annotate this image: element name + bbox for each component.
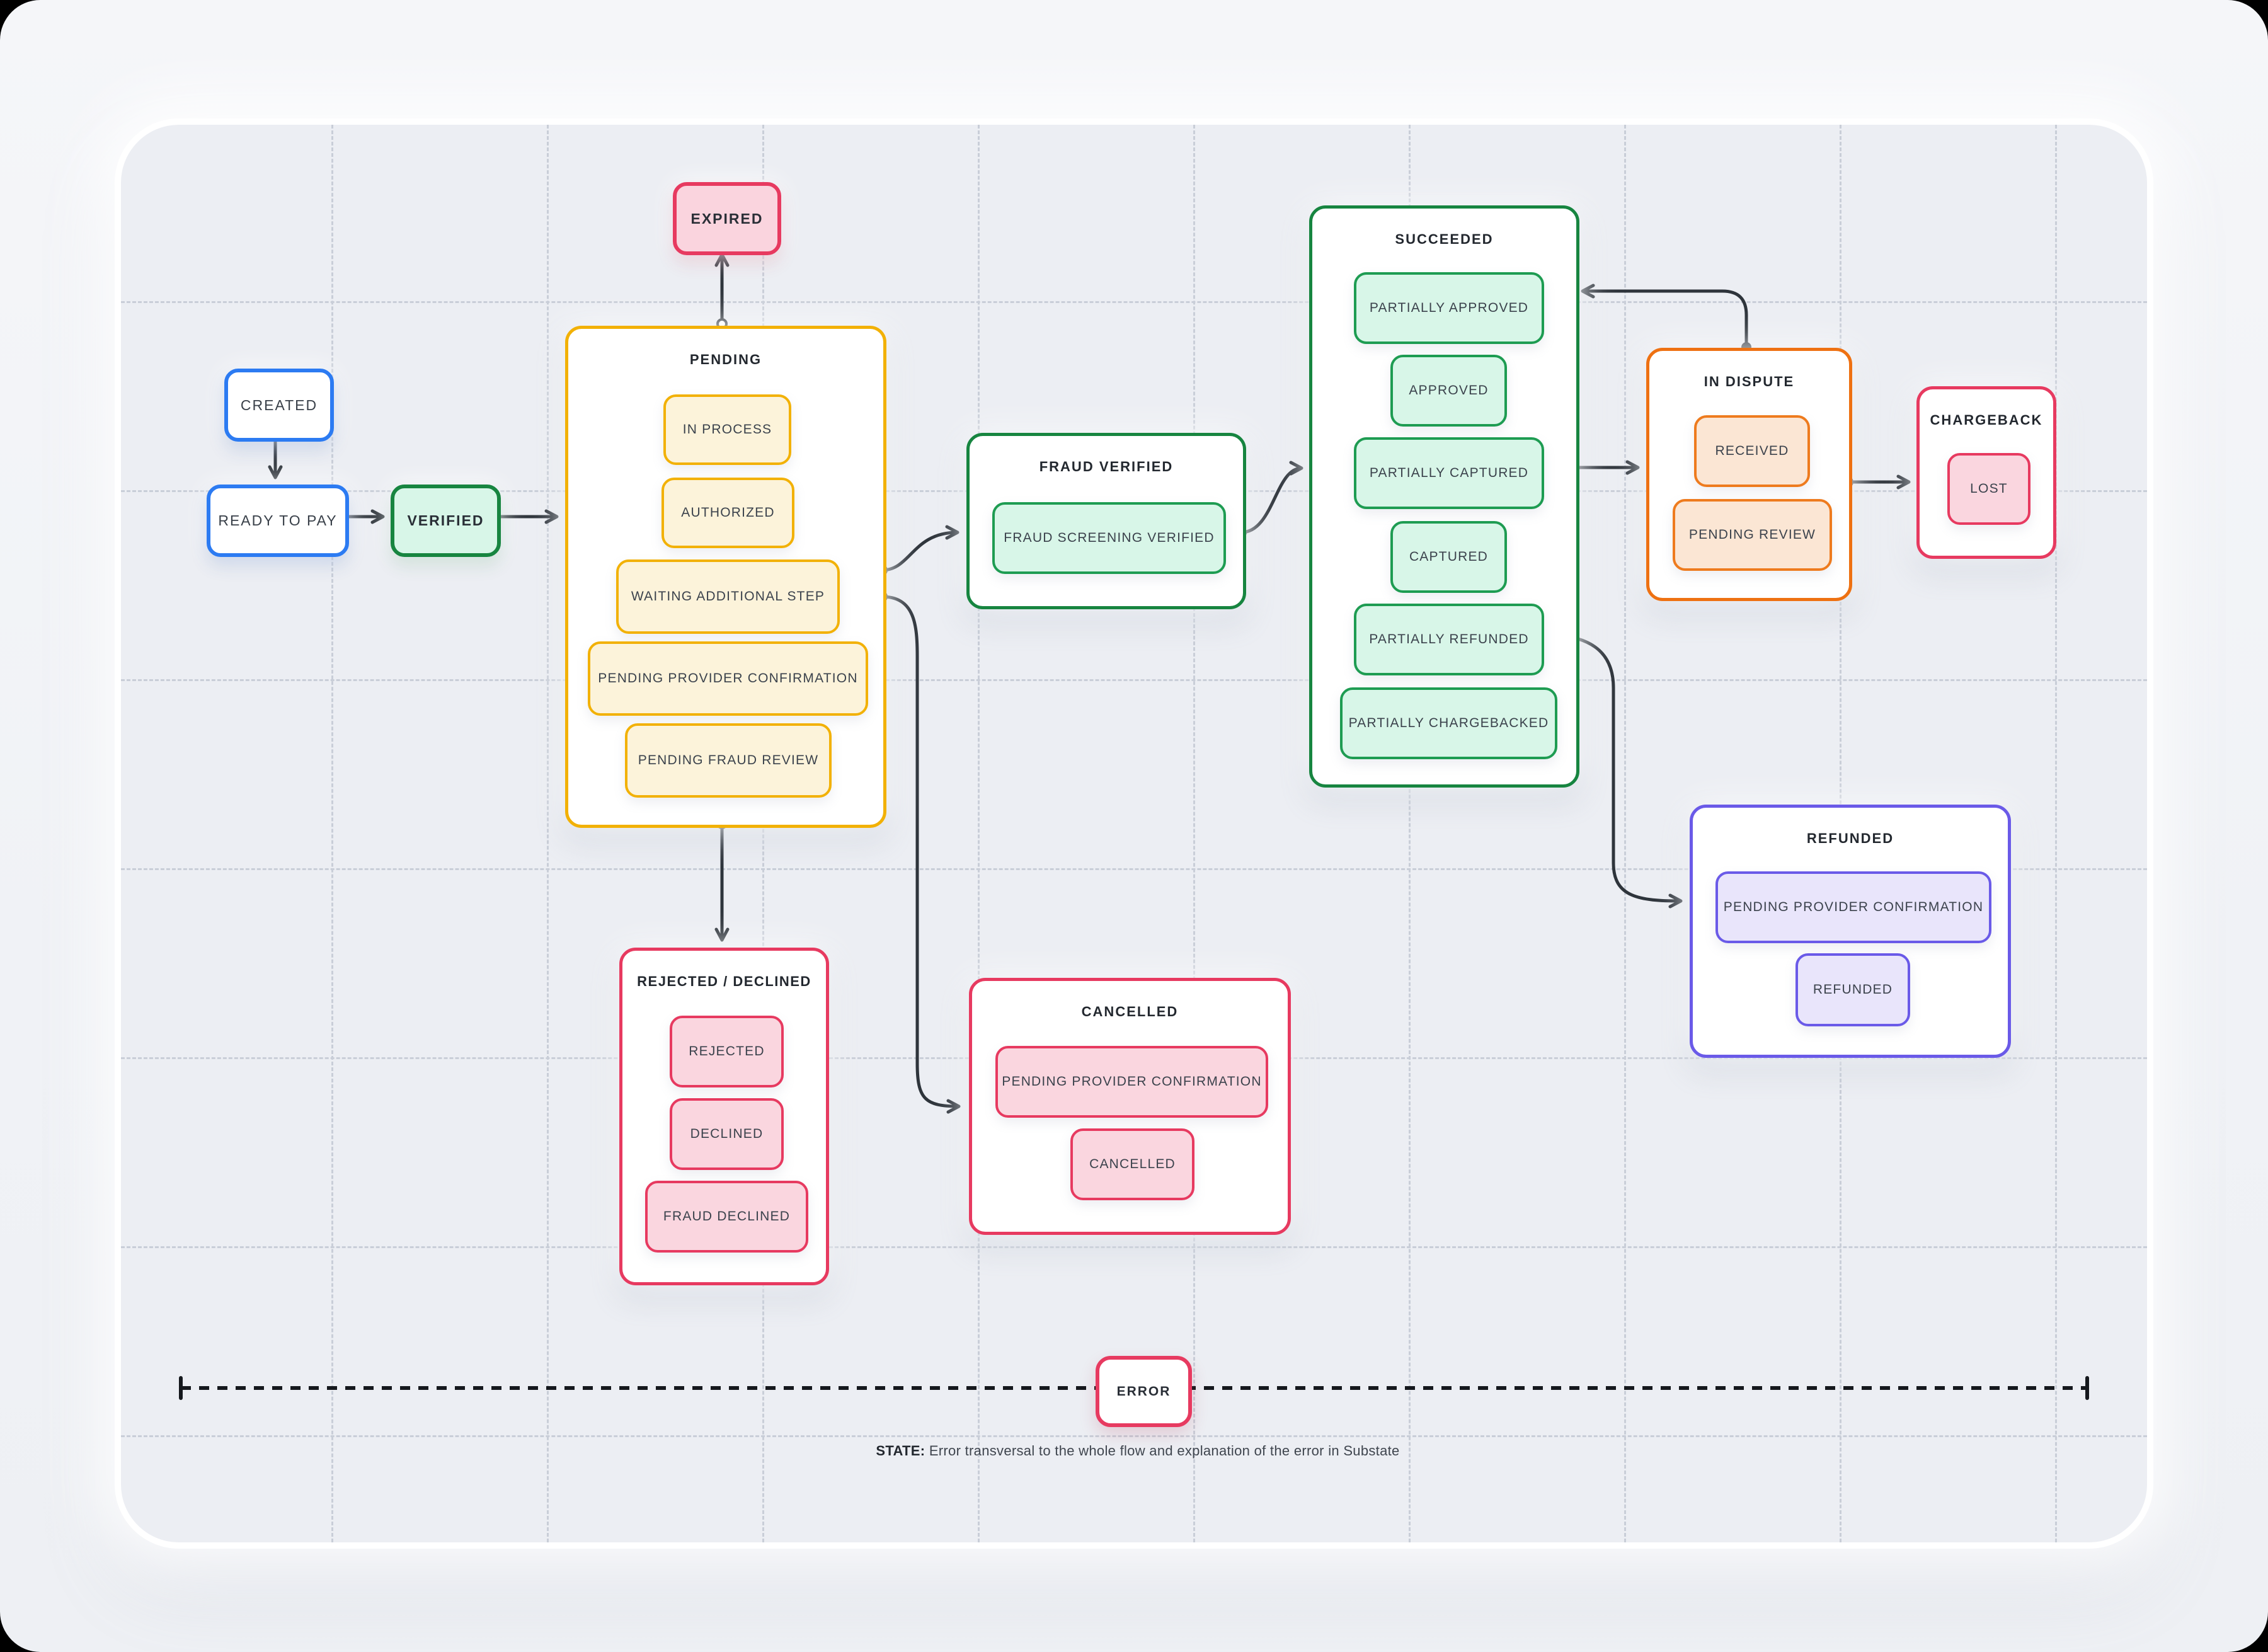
substate-label: RECEIVED xyxy=(1715,444,1789,458)
group-pending[interactable]: PENDING IN PROCESS AUTHORIZED WAITING AD… xyxy=(565,326,886,828)
substate-label: REJECTED xyxy=(689,1044,765,1058)
group-title: REJECTED / DECLINED xyxy=(637,973,811,989)
substate-label: PENDING PROVIDER CONFIRMATION xyxy=(1723,900,1984,914)
substate-refunded[interactable]: REFUNDED xyxy=(1796,953,1910,1026)
substate-label: REFUNDED xyxy=(1813,982,1893,997)
grid-line xyxy=(1193,125,1195,1542)
group-rejected-declined[interactable]: REJECTED / DECLINED REJECTED DECLINED FR… xyxy=(619,948,829,1285)
state-expired[interactable]: EXPIRED xyxy=(673,182,781,255)
substate-label: PENDING REVIEW xyxy=(1688,527,1816,542)
substate-pending-fraud-review[interactable]: PENDING FRAUD REVIEW xyxy=(625,723,832,798)
group-cancelled[interactable]: CANCELLED PENDING PROVIDER CONFIRMATION … xyxy=(969,978,1291,1235)
grid-line xyxy=(331,125,333,1542)
group-title: CANCELLED xyxy=(1081,1004,1179,1019)
substate-partially-approved[interactable]: PARTIALLY APPROVED xyxy=(1354,272,1544,344)
grid-line xyxy=(762,125,764,1542)
group-title: CHARGEBACK xyxy=(1930,412,2043,428)
grid-line xyxy=(1409,125,1411,1542)
state-created[interactable]: CREATED xyxy=(224,369,334,442)
substate-declined[interactable]: DECLINED xyxy=(670,1098,784,1170)
substate-waiting-additional-step[interactable]: WAITING ADDITIONAL STEP xyxy=(616,559,840,634)
substate-cancelled[interactable]: CANCELLED xyxy=(1070,1128,1194,1200)
grid-line xyxy=(121,868,2147,870)
substate-label: AUTHORIZED xyxy=(681,505,775,520)
group-succeeded[interactable]: SUCCEEDED PARTIALLY APPROVED APPROVED PA… xyxy=(1309,205,1579,788)
substate-label: FRAUD DECLINED xyxy=(663,1209,791,1224)
substate-label: IN PROCESS xyxy=(682,422,772,437)
grid-line xyxy=(2055,125,2057,1542)
group-title: SUCCEEDED xyxy=(1395,231,1494,247)
substate-fraud-screening-verified[interactable]: FRAUD SCREENING VERIFIED xyxy=(992,502,1226,574)
state-label: VERIFIED xyxy=(407,512,484,529)
substate-authorized[interactable]: AUTHORIZED xyxy=(662,478,794,548)
group-refunded[interactable]: REFUNDED PENDING PROVIDER CONFIRMATION R… xyxy=(1690,805,2011,1058)
substate-label: PENDING PROVIDER CONFIRMATION xyxy=(1002,1074,1262,1089)
substate-pending-provider-confirmation[interactable]: PENDING PROVIDER CONFIRMATION xyxy=(995,1046,1268,1118)
group-in-dispute[interactable]: IN DISPUTE RECEIVED PENDING REVIEW xyxy=(1646,348,1852,601)
group-title: FRAUD VERIFIED xyxy=(1039,459,1174,474)
grid-line xyxy=(121,679,2147,681)
substate-pending-provider-confirmation[interactable]: PENDING PROVIDER CONFIRMATION xyxy=(1715,871,1991,943)
substate-received[interactable]: RECEIVED xyxy=(1694,415,1810,487)
substate-label: PARTIALLY APPROVED xyxy=(1369,301,1529,315)
substate-label: PENDING FRAUD REVIEW xyxy=(638,753,819,767)
substate-label: PENDING PROVIDER CONFIRMATION xyxy=(598,671,858,685)
grid-line xyxy=(978,125,980,1542)
state-label: EXPIRED xyxy=(690,210,764,227)
substate-pending-review[interactable]: PENDING REVIEW xyxy=(1673,499,1832,571)
substate-fraud-declined[interactable]: FRAUD DECLINED xyxy=(645,1181,808,1253)
group-title: PENDING xyxy=(689,352,762,367)
substate-lost[interactable]: LOST xyxy=(1947,453,2030,525)
group-fraud-verified[interactable]: FRAUD VERIFIED FRAUD SCREENING VERIFIED xyxy=(966,433,1246,609)
error-baseline-right-tick xyxy=(2085,1376,2089,1400)
grid-line xyxy=(121,1435,2147,1437)
substate-captured[interactable]: CAPTURED xyxy=(1390,521,1507,593)
error-baseline-left-tick xyxy=(179,1376,183,1400)
error-caption-prefix: STATE: xyxy=(876,1443,925,1459)
grid-line xyxy=(547,125,549,1542)
substate-label: CANCELLED xyxy=(1089,1157,1176,1171)
state-label: CREATED xyxy=(240,396,318,413)
group-title: REFUNDED xyxy=(1806,830,1894,846)
substate-label: PARTIALLY CHARGEBACKED xyxy=(1348,716,1549,730)
state-label: ERROR xyxy=(1116,1384,1171,1399)
grid-line xyxy=(1624,125,1626,1542)
substate-rejected[interactable]: REJECTED xyxy=(670,1016,784,1087)
substate-pending-provider-confirmation[interactable]: PENDING PROVIDER CONFIRMATION xyxy=(588,641,868,716)
substate-approved[interactable]: APPROVED xyxy=(1390,355,1507,427)
substate-label: DECLINED xyxy=(690,1127,764,1141)
state-ready-to-pay[interactable]: READY TO PAY xyxy=(207,485,349,557)
grid-line xyxy=(121,301,2147,303)
substate-label: PARTIALLY CAPTURED xyxy=(1369,466,1529,480)
error-caption-text: Error transversal to the whole flow and … xyxy=(925,1443,1400,1459)
substate-label: LOST xyxy=(1970,481,2008,496)
state-error[interactable]: ERROR xyxy=(1096,1356,1192,1427)
group-title: IN DISPUTE xyxy=(1704,374,1795,389)
substate-partially-chargebacked[interactable]: PARTIALLY CHARGEBACKED xyxy=(1340,687,1557,759)
group-chargeback[interactable]: CHARGEBACK LOST xyxy=(1916,386,2056,559)
grid-line xyxy=(121,1246,2147,1248)
substate-in-process[interactable]: IN PROCESS xyxy=(663,394,791,465)
substate-label: PARTIALLY REFUNDED xyxy=(1369,632,1529,646)
substate-label: APPROVED xyxy=(1409,383,1489,398)
substate-label: CAPTURED xyxy=(1409,549,1489,564)
state-verified[interactable]: VERIFIED xyxy=(391,485,501,557)
state-label: READY TO PAY xyxy=(218,512,338,529)
error-caption: STATE: Error transversal to the whole fl… xyxy=(876,1443,1399,1459)
substate-label: FRAUD SCREENING VERIFIED xyxy=(1004,531,1215,545)
substate-partially-captured[interactable]: PARTIALLY CAPTURED xyxy=(1354,437,1544,509)
substate-label: WAITING ADDITIONAL STEP xyxy=(631,589,825,604)
substate-partially-refunded[interactable]: PARTIALLY REFUNDED xyxy=(1354,604,1544,675)
